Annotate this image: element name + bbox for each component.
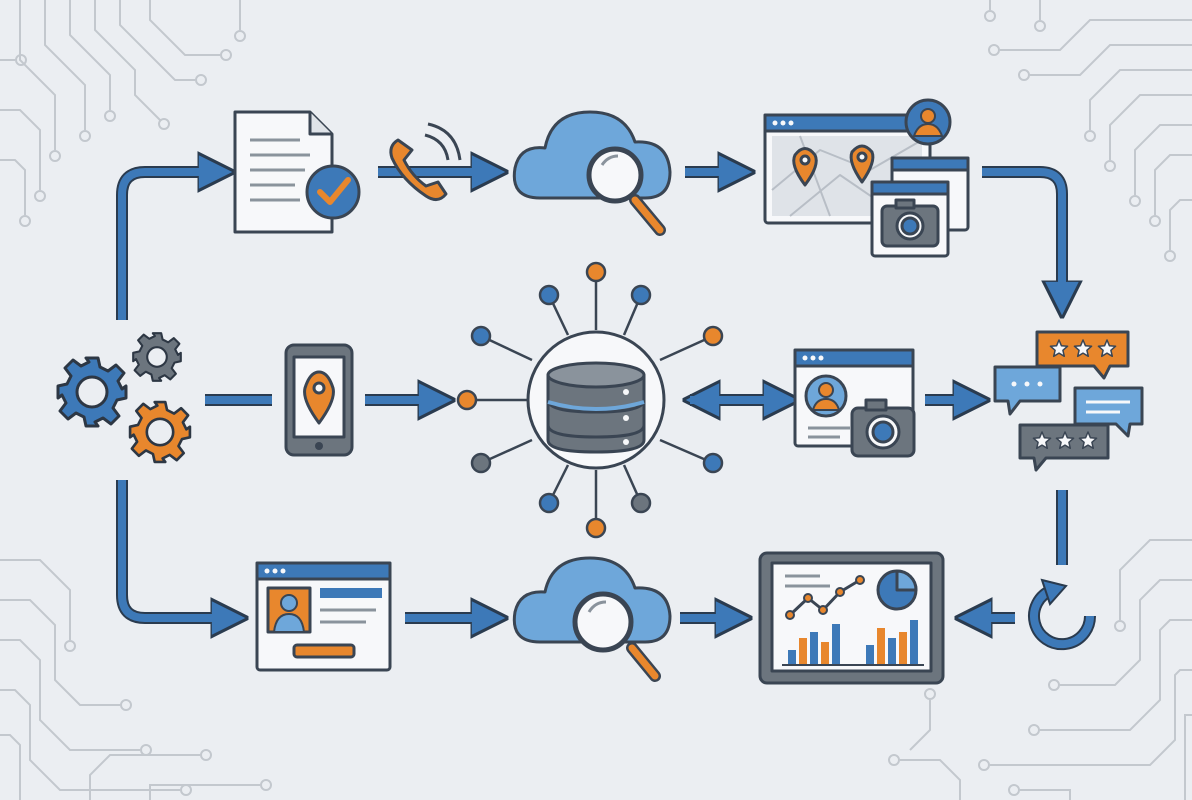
star-icon [1078, 431, 1098, 450]
arrow-map-to-reviews [982, 166, 1062, 288]
profile-form-window-icon [255, 561, 392, 672]
star-icon [1097, 339, 1117, 358]
hub-node [470, 452, 492, 474]
hub-node [630, 492, 652, 514]
checked-document-icon [233, 110, 361, 234]
hub-node [630, 284, 652, 306]
star-icon [1055, 431, 1075, 450]
reviews-chat-icon [993, 330, 1144, 472]
hub-node [585, 517, 607, 539]
hub-node [456, 389, 478, 411]
map-photo-windows-icon [763, 98, 970, 258]
mobile-location-icon [284, 343, 354, 457]
star-icon [1073, 339, 1093, 358]
hub-node [702, 325, 724, 347]
phone-call-icon [389, 122, 462, 201]
hub-node [470, 325, 492, 347]
cloud-search-icon-2 [512, 556, 672, 682]
star-icon [1032, 431, 1052, 450]
gears-icon [56, 332, 192, 464]
refresh-icon [1028, 578, 1097, 651]
hub-node [538, 492, 560, 514]
hub-node [585, 261, 607, 283]
database-hub-icon [456, 261, 724, 539]
arrow-gears-to-document [116, 172, 205, 320]
arrow-gears-to-form [116, 480, 218, 618]
flow-arrows [116, 166, 1062, 618]
star-icon [1049, 339, 1069, 358]
analytics-tablet-icon [758, 551, 945, 685]
profile-photo-window-icon [793, 348, 916, 458]
hub-node [538, 284, 560, 306]
hub-node [702, 452, 724, 474]
cloud-search-icon [512, 110, 672, 236]
